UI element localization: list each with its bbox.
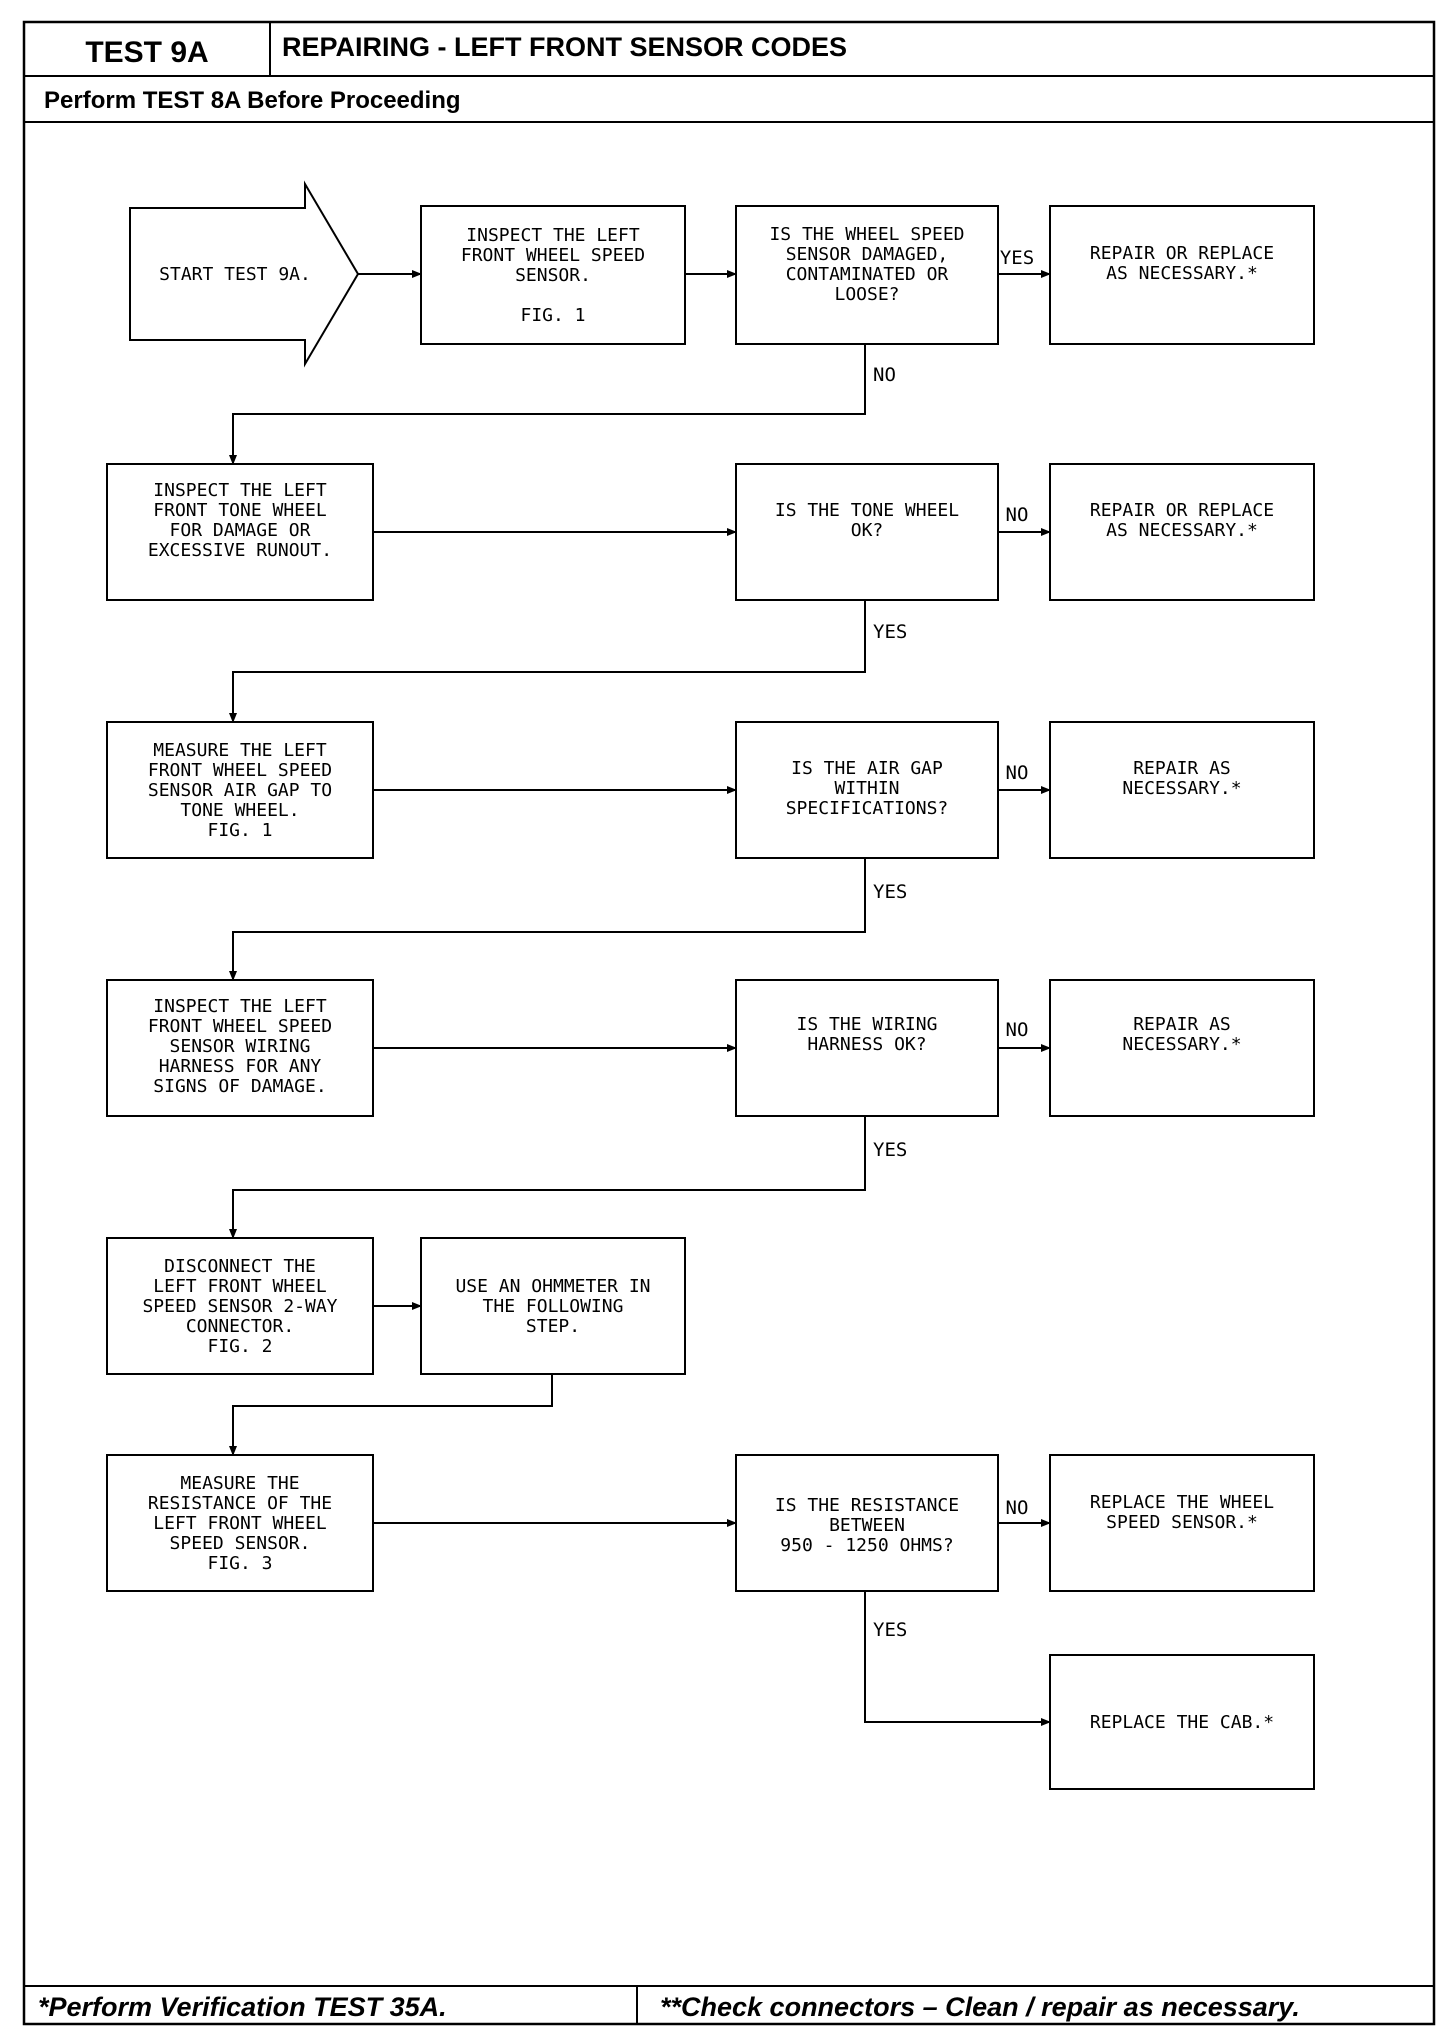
box-text-line: HARNESS OK?: [807, 1034, 926, 1055]
footer: *Perform Verification TEST 35A. **Check …: [24, 1985, 1434, 2024]
box-text-line: THE FOLLOWING: [483, 1296, 624, 1317]
box-text-line: OK?: [851, 520, 884, 541]
box-text-line: LOOSE?: [834, 284, 899, 305]
test-id: TEST 9A: [85, 36, 208, 69]
page-border: [22, 20, 1436, 2026]
box-text-line: TONE WHEEL.: [180, 800, 299, 821]
label-no-1: NO: [873, 364, 896, 386]
box-text-line: SPEED SENSOR 2-WAY: [142, 1296, 337, 1317]
label-yes-3: YES: [873, 881, 907, 903]
box-text-line: REPAIR AS: [1133, 1014, 1231, 1035]
replace-cab-text: REPLACE THE CAB.*: [1090, 1712, 1274, 1733]
page-title: REPAIRING - LEFT FRONT SENSOR CODES: [282, 32, 847, 62]
box-text-line: IS THE WHEEL SPEED: [769, 224, 964, 245]
box-text-line: REPAIR OR REPLACE: [1090, 243, 1274, 264]
box-text-line: LEFT FRONT WHEEL: [153, 1276, 327, 1297]
box-text-line: START TEST 9A.: [159, 264, 311, 285]
box-text-line: FRONT WHEEL SPEED: [461, 245, 645, 266]
box-text-line: AS NECESSARY.*: [1106, 520, 1258, 541]
box-text-line: CONNECTOR.: [186, 1316, 294, 1337]
box-text-line: EXCESSIVE RUNOUT.: [148, 540, 332, 561]
label-yes-5: YES: [873, 1619, 907, 1641]
label-no-4: NO: [1006, 1019, 1029, 1041]
label-yes-1: YES: [1000, 247, 1034, 269]
box-text-line: MEASURE THE: [180, 1473, 299, 1494]
box-text-line: NECESSARY.*: [1122, 778, 1241, 799]
header: TEST 9A REPAIRING - LEFT FRONT SENSOR CO…: [24, 22, 1434, 123]
box-text-line: FIG. 2: [207, 1336, 272, 1357]
box-text-line: RESISTANCE OF THE: [148, 1493, 332, 1514]
box-text-line: FIG. 1: [520, 305, 585, 326]
box-text-line: SENSOR.: [515, 265, 591, 286]
label-yes-4: YES: [873, 1139, 907, 1161]
label-no-2: NO: [1006, 504, 1029, 526]
box-text-line: DISCONNECT THE: [164, 1256, 316, 1277]
start-arrow-shape: [129, 180, 360, 368]
box-text-line: REPLACE THE CAB.*: [1090, 1712, 1274, 1733]
box-text-line: SPEED SENSOR.*: [1106, 1512, 1258, 1533]
box-text-line: FOR DAMAGE OR: [170, 520, 311, 541]
start-text: START TEST 9A.: [159, 264, 311, 285]
box-text-line: MEASURE THE LEFT: [153, 740, 327, 761]
box-text-line: FRONT TONE WHEEL: [153, 500, 327, 521]
box-text-line: SIGNS OF DAMAGE.: [153, 1076, 326, 1097]
box-text-line: FRONT WHEEL SPEED: [148, 760, 332, 781]
box-text-line: BETWEEN: [829, 1515, 905, 1536]
box-text-line: IS THE WIRING: [797, 1014, 938, 1035]
label-no-5: NO: [1006, 1497, 1029, 1519]
box-text-line: REPAIR AS: [1133, 758, 1231, 779]
label-yes-2: YES: [873, 621, 907, 643]
box-text-line: REPAIR OR REPLACE: [1090, 500, 1274, 521]
box-text-line: HARNESS FOR ANY: [159, 1056, 322, 1077]
box-text-line: USE AN OHMMETER IN: [455, 1276, 650, 1297]
box-text-line: IS THE AIR GAP: [791, 758, 943, 779]
box-text-line: LEFT FRONT WHEEL: [153, 1513, 327, 1534]
box-text-line: SPECIFICATIONS?: [786, 798, 949, 819]
box-text-line: FIG. 3: [207, 1553, 272, 1574]
box-text-line: REPLACE THE WHEEL: [1090, 1492, 1274, 1513]
box-text-line: FIG. 1: [207, 820, 272, 841]
box-text-line: SPEED SENSOR.: [170, 1533, 311, 1554]
box-text-line: INSPECT THE LEFT: [153, 996, 327, 1017]
box-text-line: SENSOR AIR GAP TO: [148, 780, 332, 801]
box-text-line: FRONT WHEEL SPEED: [148, 1016, 332, 1037]
footer-right-note: **Check connectors – Clean / repair as n…: [660, 1992, 1300, 2022]
box-text-line: CONTAMINATED OR: [786, 264, 949, 285]
box-text-line: 950 - 1250 OHMS?: [780, 1535, 953, 1556]
page-subtitle: Perform TEST 8A Before Proceeding: [44, 87, 461, 114]
box-text-line: IS THE TONE WHEEL: [775, 500, 959, 521]
footer-left-note: *Perform Verification TEST 35A.: [38, 1992, 447, 2022]
connector-lines: [229, 270, 1051, 1726]
box-text-line: WITHIN: [834, 778, 899, 799]
box-text-line: INSPECT THE LEFT: [153, 480, 327, 501]
box-text-line: SENSOR WIRING: [170, 1036, 311, 1057]
box-text-line: SENSOR DAMAGED,: [786, 244, 949, 265]
box-text-line: AS NECESSARY.*: [1106, 263, 1258, 284]
box-text-line: INSPECT THE LEFT: [466, 225, 640, 246]
box-text-line: STEP.: [526, 1316, 580, 1337]
box-text-line: NECESSARY.*: [1122, 1034, 1241, 1055]
box-text-line: IS THE RESISTANCE: [775, 1495, 959, 1516]
label-no-3: NO: [1006, 762, 1029, 784]
